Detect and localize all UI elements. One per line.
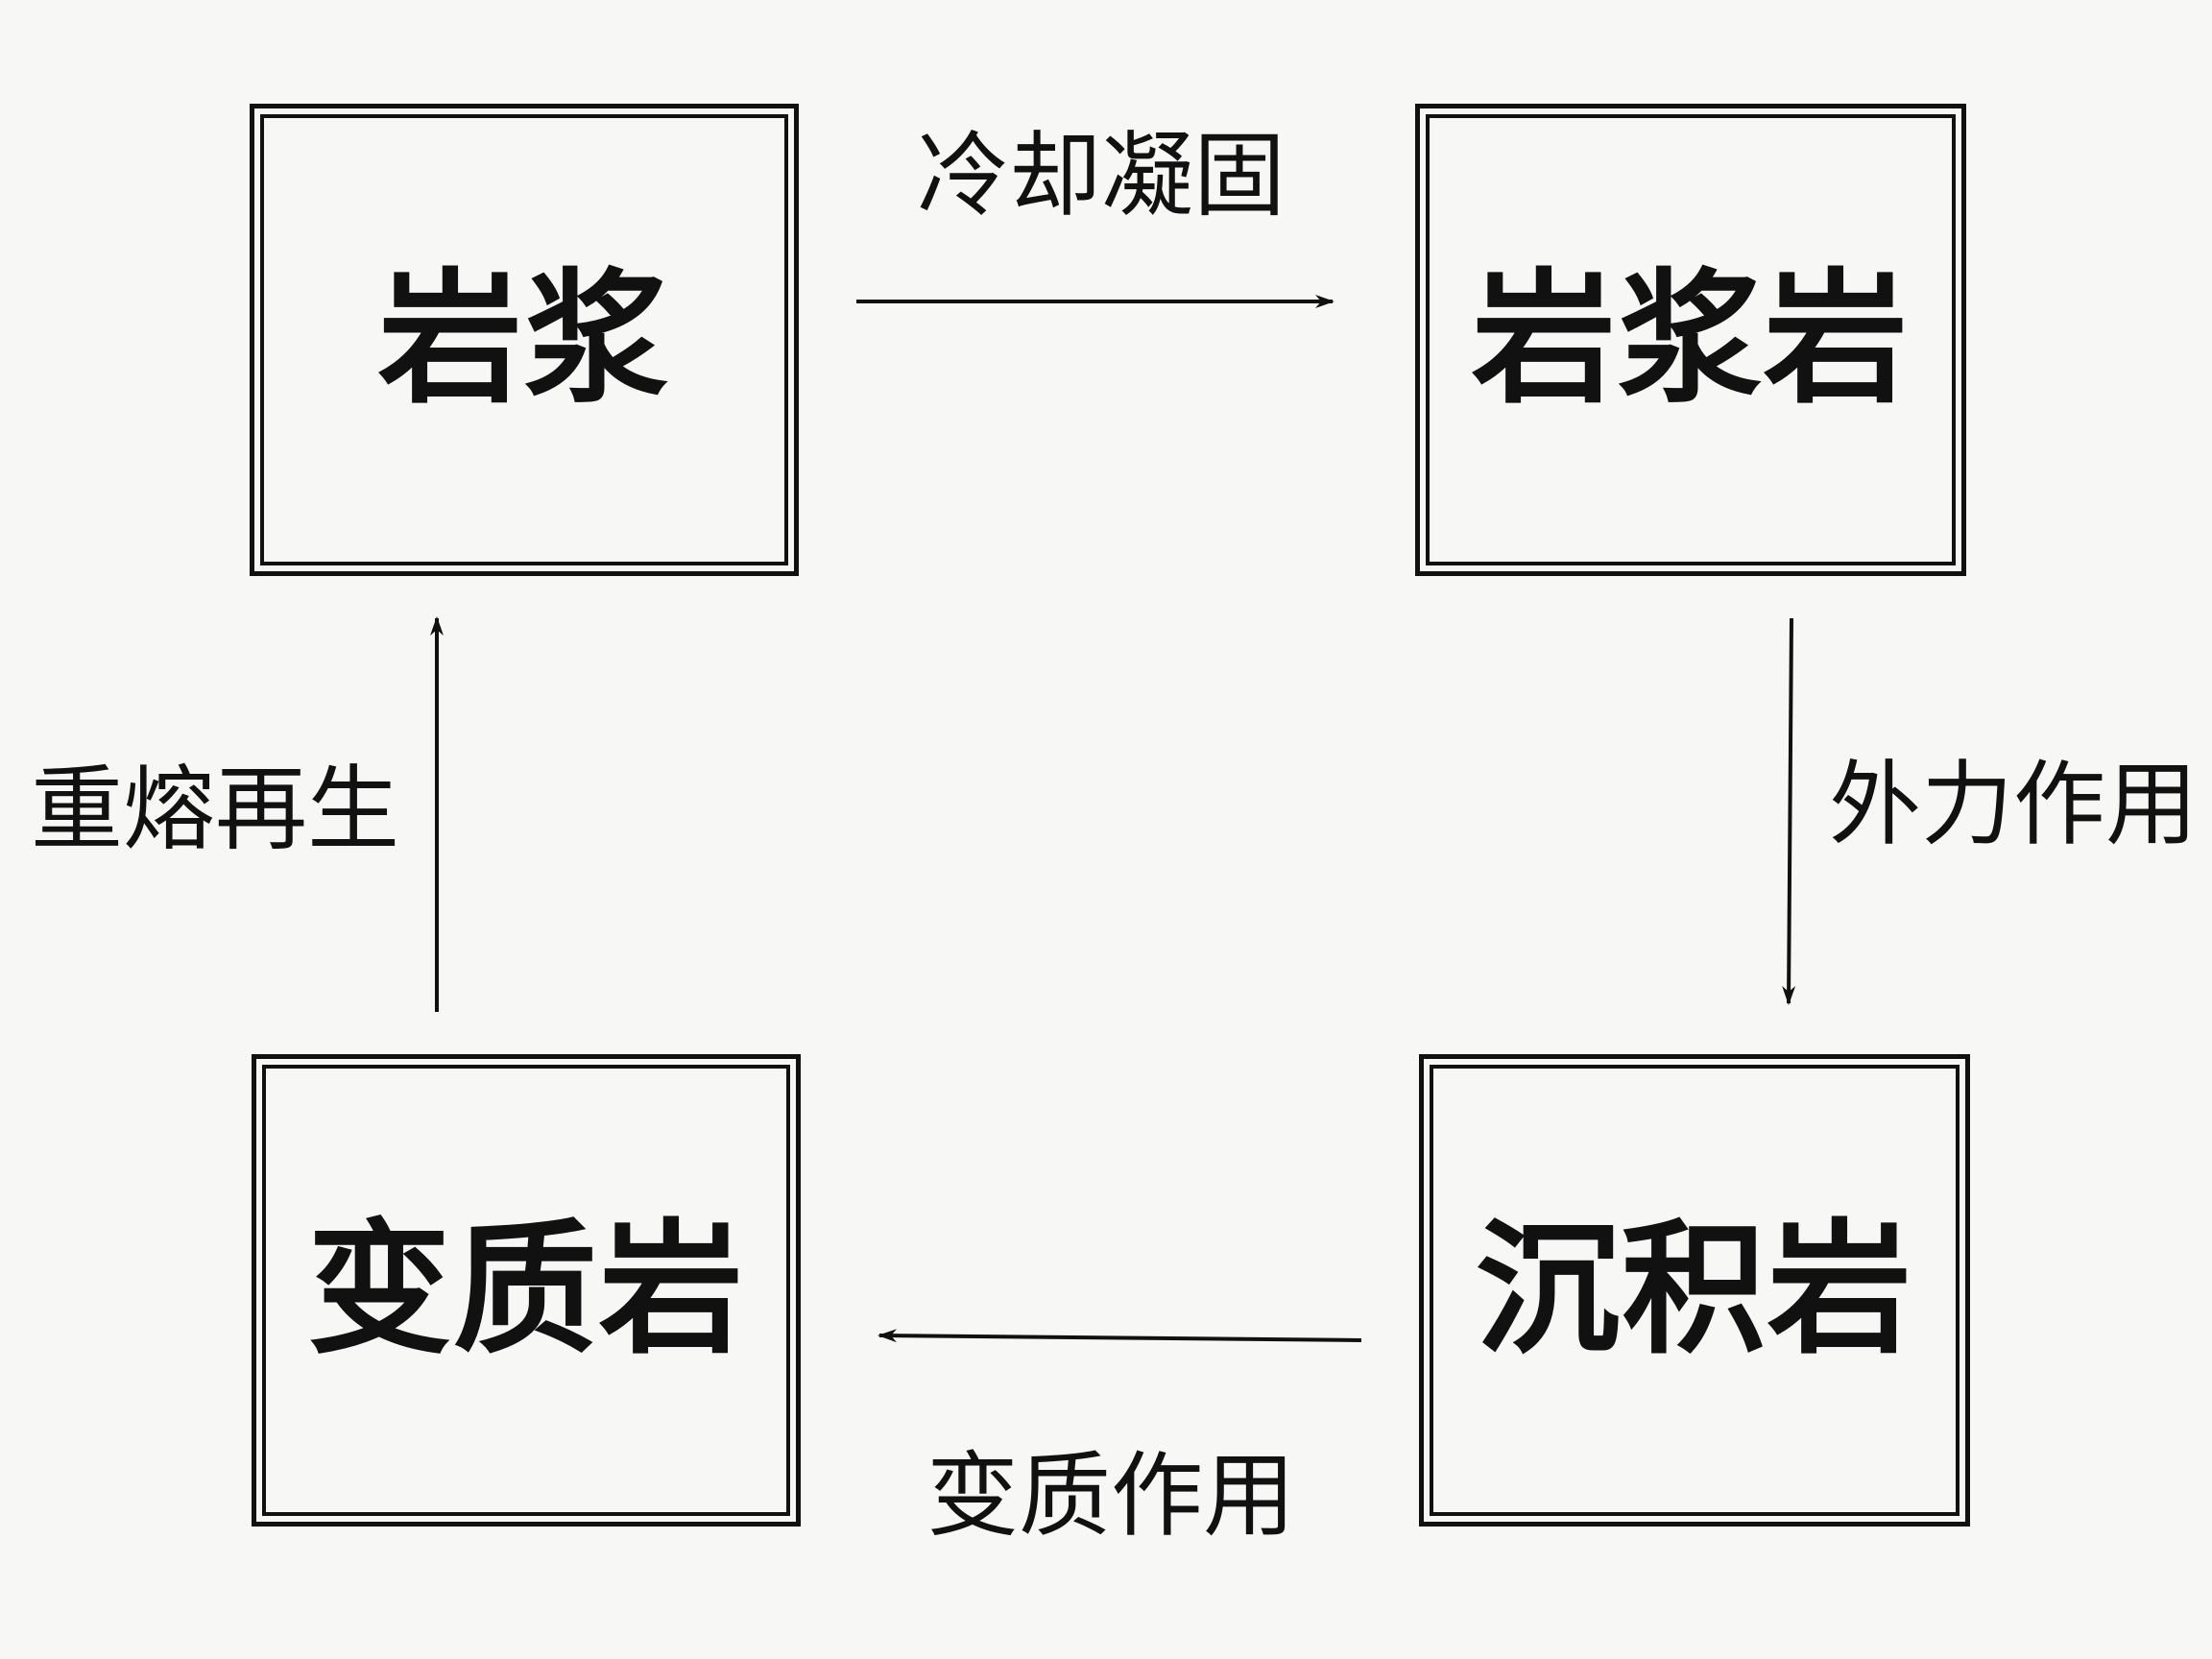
metamorphism-label: 变质作用 <box>926 1442 1295 1550</box>
arrow-metamorphism <box>878 1329 1362 1343</box>
magma-label: 岩浆 <box>377 256 670 423</box>
igneous-rock-box: 岩浆岩 <box>1415 104 1966 576</box>
sedimentary-rock-label: 沉积岩 <box>1475 1207 1913 1374</box>
external-force-label: 外力作用 <box>1829 751 2198 858</box>
sedimentary-rock-box: 沉积岩 <box>1419 1054 1970 1527</box>
metamorphic-rock-label: 变质岩 <box>306 1207 745 1374</box>
arrow-external-force <box>1782 617 1796 1005</box>
remelting-label: 重熔再生 <box>31 756 399 863</box>
magma-box: 岩浆 <box>250 104 799 576</box>
metamorphic-rock-box: 变质岩 <box>252 1054 801 1527</box>
cooling-label: 冷却凝固 <box>917 122 1286 229</box>
igneous-rock-label: 岩浆岩 <box>1471 256 1910 423</box>
